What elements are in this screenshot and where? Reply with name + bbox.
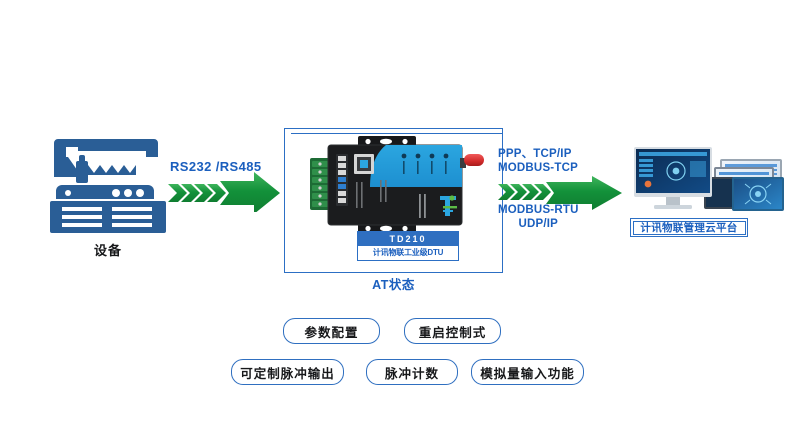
- td210-dtu-device-photo: [300, 136, 490, 236]
- at-status-label: AT状态: [372, 278, 415, 292]
- green-arrow-right-right-link: [498, 176, 622, 210]
- industrial-machine-icon: [48, 135, 168, 235]
- proto-bottom-line-2: UDP/IP: [518, 218, 559, 230]
- feature-pill-custom-pulse-output[interactable]: 可定制脉冲输出: [231, 359, 344, 385]
- proto-top-line-2: MODBUS-TCP: [498, 162, 578, 174]
- feature-pill-pulse-count[interactable]: 脉冲计数: [366, 359, 458, 385]
- feature-pill-restart-control[interactable]: 重启控制式: [404, 318, 501, 344]
- td210-desc-text: 计讯物联工业级DTU: [372, 248, 444, 257]
- td210-model-plate: TD210 计讯物联工业级DTU: [357, 231, 459, 261]
- cloud-platform-screens-icon: [628, 143, 788, 215]
- td210-model-text: TD210: [358, 232, 458, 246]
- cloud-platform-label: 计讯物联管理云平台: [630, 218, 748, 237]
- link-label-protocols-top: PPP、TCP/IP MODBUS-TCP: [498, 147, 578, 175]
- left-node-label: 设备: [93, 243, 122, 258]
- feature-pill-analog-input[interactable]: 模拟量输入功能: [471, 359, 584, 385]
- at-status-frame-inner: [291, 133, 503, 273]
- proto-top-line-1: PPP、TCP/IP: [498, 148, 572, 160]
- feature-pill-parameter-config[interactable]: 参数配置: [283, 318, 380, 344]
- link-label-rs232-rs485: RS232 /RS485: [170, 159, 262, 174]
- green-arrow-right-left-link: [168, 172, 280, 212]
- link-label-protocols-bottom: MODBUS-RTU UDP/IP: [498, 203, 579, 231]
- proto-bottom-line-1: MODBUS-RTU: [498, 204, 579, 216]
